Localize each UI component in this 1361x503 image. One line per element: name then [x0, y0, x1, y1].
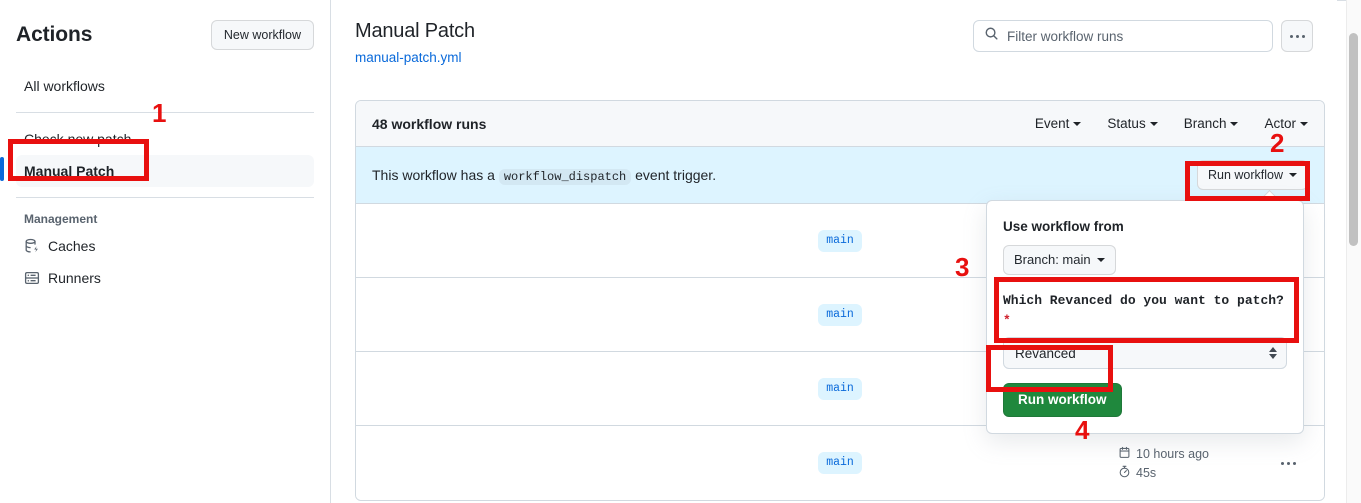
filter-workflow-runs-field[interactable]: Filter workflow runs — [973, 20, 1273, 52]
cache-icon — [24, 238, 40, 254]
triangle-down-icon — [1289, 173, 1297, 177]
sidebar-item-label: Manual Patch — [24, 163, 115, 179]
sidebar-header: Actions New workflow — [16, 0, 314, 50]
sidebar-item-caches[interactable]: Caches — [16, 230, 314, 262]
page-scrollbar-thumb[interactable] — [1349, 33, 1358, 246]
use-workflow-from-label: Use workflow from — [1003, 219, 1124, 234]
dispatch-event-code: workflow_dispatch — [498, 168, 632, 185]
workflow-input-label-text: Which Revanced do you want to patch? — [1003, 293, 1284, 308]
run-branch-cell: main — [818, 303, 1118, 326]
workflow-header: Manual Patch manual-patch.yml Filter wor… — [355, 0, 1313, 68]
sidebar-item-label: Check new patch — [24, 131, 132, 147]
run-branch-cell: main — [818, 377, 1118, 400]
filter-actor-dropdown[interactable]: Actor — [1264, 116, 1308, 131]
run-workflow-submit-button[interactable]: Run workflow — [1003, 383, 1122, 417]
dispatch-text-before: This workflow has a — [372, 166, 495, 183]
search-input[interactable]: Filter workflow runs — [1007, 28, 1124, 44]
workflow-runs-toolbar: 48 workflow runs Event Status Branch — [356, 101, 1324, 147]
chevron-down-icon — [1073, 121, 1082, 126]
stopwatch-icon — [1118, 465, 1131, 481]
run-kebab-icon[interactable] — [1268, 461, 1308, 465]
branch-badge[interactable]: main — [818, 452, 862, 474]
filter-status-dropdown[interactable]: Status — [1107, 116, 1158, 131]
kebab-horizontal-icon[interactable] — [1281, 20, 1313, 52]
workflow-input-label: Which Revanced do you want to patch? * — [1003, 291, 1287, 331]
sidebar-vertical-divider — [330, 0, 331, 503]
sidebar-divider — [16, 197, 314, 198]
workflow-dispatch-banner: This workflow has a workflow_dispatch ev… — [356, 147, 1324, 204]
sidebar-item-manual-patch[interactable]: Manual Patch — [0, 155, 314, 187]
branch-selector-label: Branch: main — [1014, 252, 1091, 267]
run-workflow-dropdown-button[interactable]: Run workflow — [1196, 160, 1308, 190]
sidebar-item-label: All workflows — [24, 78, 105, 94]
filter-label: Actor — [1264, 116, 1296, 131]
branch-badge[interactable]: main — [818, 377, 862, 400]
filter-event-dropdown[interactable]: Event — [1035, 116, 1082, 131]
run-workflow-popover: Use workflow from Branch: main Which Rev… — [986, 200, 1304, 434]
sidebar-item-runners[interactable]: Runners — [16, 262, 314, 294]
branch-selector-button[interactable]: Branch: main — [1003, 245, 1116, 275]
run-branch-cell: main — [818, 452, 1118, 474]
run-meta-cell: 10 hours ago 45s — [1118, 446, 1268, 481]
table-row[interactable]: main 10 hours ago — [356, 426, 1324, 500]
required-marker: * — [1003, 313, 1011, 328]
sidebar-nav-list: All workflows Check new patch Manual Pat… — [0, 70, 314, 294]
search-icon — [984, 26, 999, 46]
run-duration-label: 45s — [1136, 465, 1157, 480]
filter-label: Status — [1107, 116, 1146, 131]
filter-branch-dropdown[interactable]: Branch — [1184, 116, 1239, 131]
chevron-down-icon — [1230, 121, 1239, 126]
run-duration: 45s — [1118, 465, 1268, 481]
server-icon — [24, 270, 40, 286]
revanced-select[interactable]: Revanced — [1003, 337, 1287, 369]
branch-badge[interactable]: main — [818, 229, 862, 252]
run-timestamp: 10 hours ago — [1118, 446, 1268, 462]
sidebar-group-management: Management — [24, 212, 98, 226]
page-title: Actions — [16, 23, 93, 46]
run-workflow-button-label: Run workflow — [1207, 168, 1283, 182]
page-scrollbar-track[interactable] — [1346, 0, 1361, 503]
new-workflow-button[interactable]: New workflow — [210, 20, 314, 50]
runs-filter-group: Event Status Branch Actor — [1035, 116, 1308, 131]
workflow-heading-group: Manual Patch manual-patch.yml — [355, 16, 973, 68]
chevron-down-icon — [1300, 121, 1308, 126]
calendar-icon — [1118, 446, 1131, 462]
triangle-down-icon — [1096, 258, 1105, 262]
workflow-runs-count: 48 workflow runs — [372, 115, 487, 132]
dispatch-banner-text: This workflow has a workflow_dispatch ev… — [372, 166, 1197, 185]
sidebar-item-check-new-patch[interactable]: Check new patch — [16, 123, 314, 155]
workflow-title: Manual Patch — [355, 20, 475, 42]
revanced-select-value: Revanced — [1015, 345, 1076, 361]
sidebar-item-all-workflows[interactable]: All workflows — [16, 70, 314, 102]
filter-label: Event — [1034, 116, 1070, 131]
run-branch-cell: main — [818, 229, 1118, 252]
sidebar-item-label: Caches — [48, 238, 96, 254]
chevron-down-icon — [1149, 121, 1158, 126]
actions-sidebar: Actions New workflow All workflows Check… — [0, 0, 330, 503]
run-timestamp-label: 10 hours ago — [1136, 446, 1209, 461]
branch-badge[interactable]: main — [818, 303, 862, 326]
filter-label: Branch — [1183, 116, 1227, 131]
dispatch-text-after: event trigger. — [635, 166, 717, 183]
header-actions: Filter workflow runs — [973, 20, 1313, 52]
sidebar-item-label: Runners — [48, 270, 101, 286]
select-arrows-icon — [1269, 347, 1277, 359]
sidebar-divider — [16, 112, 314, 113]
workflow-file-link[interactable]: manual-patch.yml — [355, 50, 462, 65]
